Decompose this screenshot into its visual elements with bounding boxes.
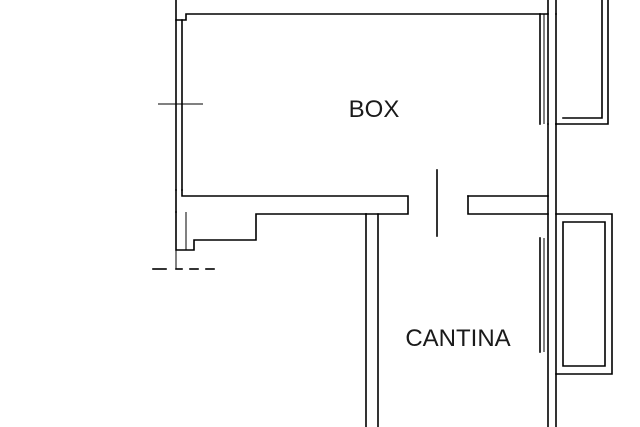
box-left-wall: [158, 19, 203, 191]
stepped-wall: [152, 211, 367, 270]
lower-window-frame: [555, 213, 613, 375]
right-exterior-wall: [539, 13, 557, 427]
cantina-room-label: CANTINA: [405, 325, 510, 352]
box-room-label: BOX: [349, 96, 400, 123]
cantina-left-wall: [365, 213, 379, 427]
box-top-wall: [175, 0, 557, 21]
box-bottom-wall: [175, 189, 549, 215]
upper-window-frame: [555, 0, 609, 125]
